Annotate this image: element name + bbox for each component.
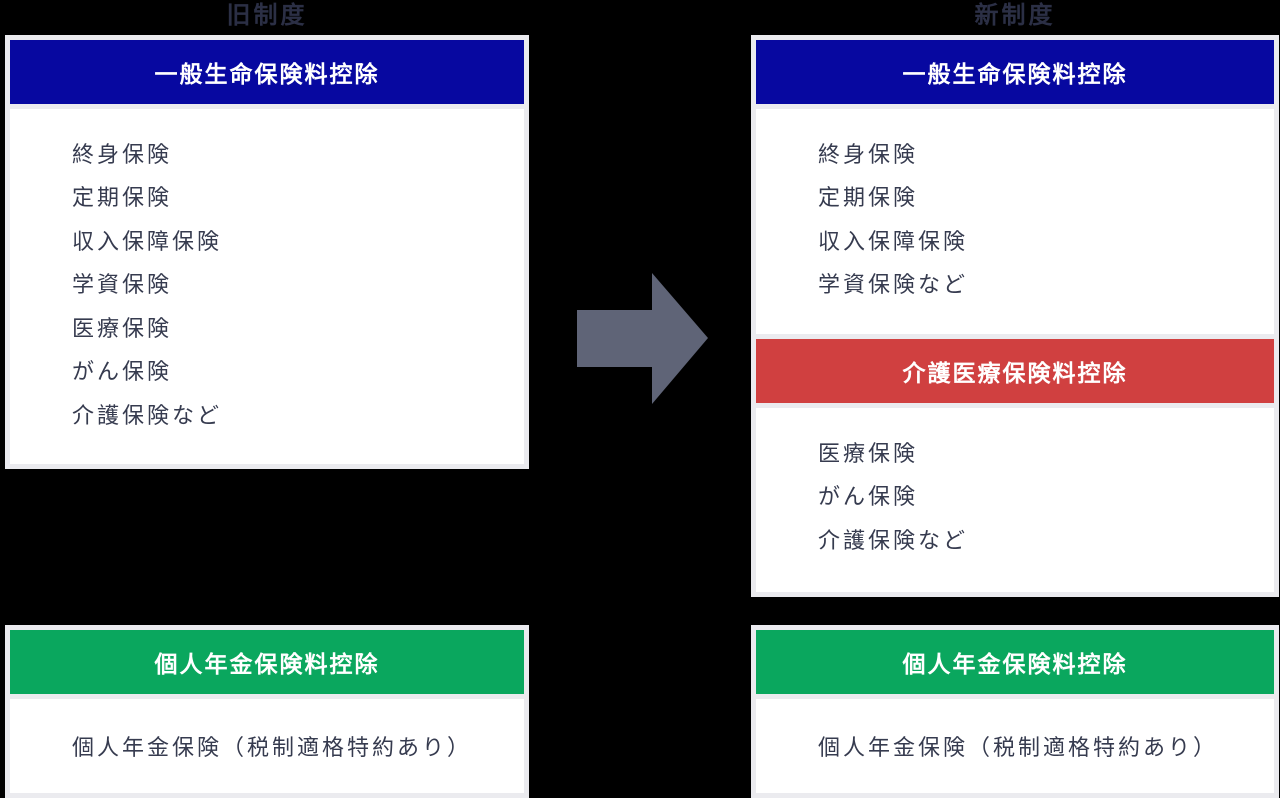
new-general-life-list: 終身保険 定期保険 収入保障保険 学資保険など <box>756 109 1274 305</box>
old-pension-header: 個人年金保険料控除 <box>10 630 524 694</box>
new-nursing-medical-list: 医療保険 がん保険 介護保険など <box>756 408 1274 561</box>
list-item: 学資保険 <box>72 272 173 298</box>
new-combined-card: 一般生命保険料控除 終身保険 定期保険 収入保障保険 学資保険など 介護医療保険… <box>751 35 1279 597</box>
new-pension-header: 個人年金保険料控除 <box>756 630 1274 694</box>
new-general-life-body: 終身保険 定期保険 収入保障保険 学資保険など <box>756 109 1274 334</box>
new-nursing-medical-body: 医療保険 がん保険 介護保険など <box>756 408 1274 592</box>
new-system-title: 新制度 <box>974 2 1056 29</box>
list-item: 定期保険 <box>72 185 173 211</box>
list-item: 医療保険 <box>818 440 919 466</box>
old-pension-card: 個人年金保険料控除 個人年金保険（税制適格特約あり） <box>5 625 529 798</box>
list-item: がん保険 <box>818 484 919 510</box>
old-system-title: 旧制度 <box>226 2 308 29</box>
right-arrow-icon <box>577 273 708 404</box>
list-item: 医療保険 <box>72 315 173 341</box>
old-general-life-card: 一般生命保険料控除 終身保険 定期保険 収入保障保険 学資保険 医療保険 がん保… <box>5 35 529 469</box>
new-nursing-medical-header: 介護医療保険料控除 <box>756 339 1274 403</box>
new-pension-card: 個人年金保険料控除 個人年金保険（税制適格特約あり） <box>751 625 1279 798</box>
list-item: 終身保険 <box>72 141 173 167</box>
old-pension-body: 個人年金保険（税制適格特約あり） <box>10 699 524 793</box>
old-general-life-list: 終身保険 定期保険 収入保障保険 学資保険 医療保険 がん保険 介護保険など <box>10 109 524 436</box>
list-item: 収入保障保険 <box>818 228 969 254</box>
new-pension-body: 個人年金保険（税制適格特約あり） <box>756 699 1274 793</box>
list-item: 介護保険など <box>818 527 969 553</box>
old-general-life-header: 一般生命保険料控除 <box>10 40 524 104</box>
list-item: 定期保険 <box>818 185 919 211</box>
old-general-life-body: 終身保険 定期保険 収入保障保険 学資保険 医療保険 がん保険 介護保険など <box>10 109 524 464</box>
list-item: 収入保障保険 <box>72 228 223 254</box>
list-item: 学資保険など <box>818 272 969 298</box>
list-item: がん保険 <box>72 359 173 385</box>
list-item: 介護保険など <box>72 402 223 428</box>
new-general-life-header: 一般生命保険料控除 <box>756 40 1274 104</box>
list-item: 終身保険 <box>818 141 919 167</box>
